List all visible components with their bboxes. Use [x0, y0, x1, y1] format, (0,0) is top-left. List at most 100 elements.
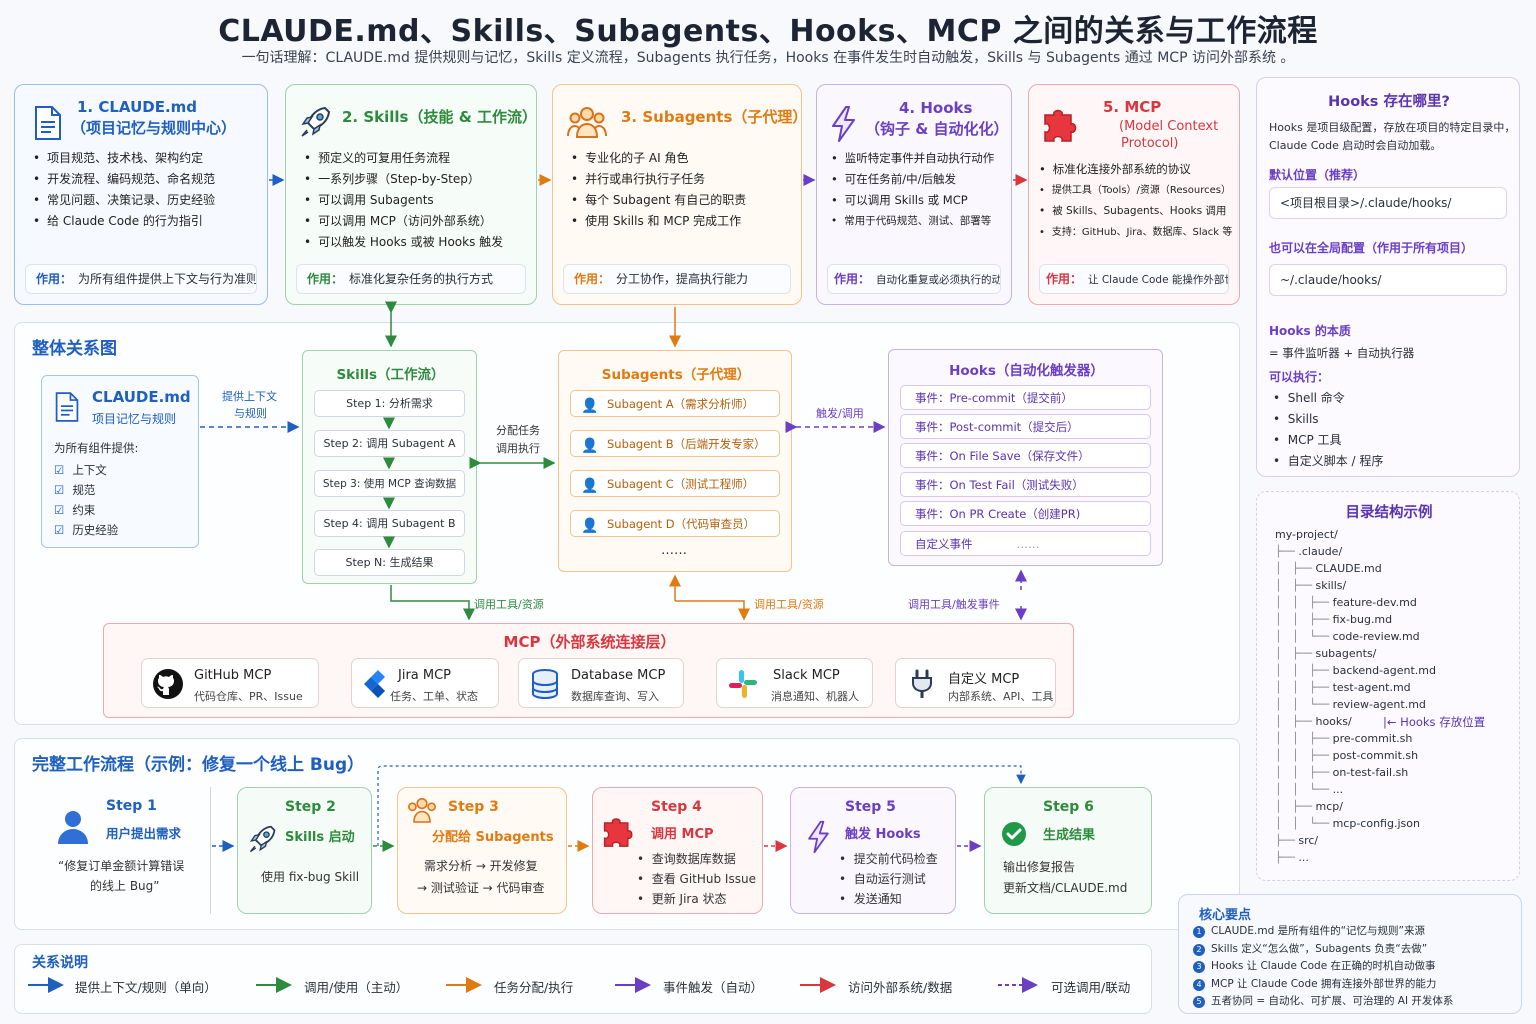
list-item: 项目规范、技术栈、架构约定: [33, 148, 215, 169]
hook-event-custom: 自定义事件……: [900, 531, 1151, 556]
arrow-label: 调用工具/触发事件: [908, 598, 1000, 611]
overview-hooks-title: Hooks（自动化触发器）: [949, 363, 1104, 379]
keypoints-title: 核心要点: [1199, 908, 1252, 923]
card-role: 作用：分工协作，提高执行能力: [563, 264, 791, 294]
directory-tree: my-project/├── .claude/│ ├── CLAUDE.md│ …: [1275, 526, 1436, 866]
arrow-label: 提供上下文: [222, 390, 277, 403]
number-badge: 3: [1193, 961, 1205, 973]
overview-claude-box: CLAUDE.md 项目记忆与规则 为所有组件提供: ☑上下文 ☑规范 ☑约束 …: [41, 375, 199, 548]
mcp-name: Database MCP: [571, 668, 666, 683]
card-role: 作用：为所有组件提供上下文与行为准则: [25, 264, 257, 294]
list-item: 常用于代码规范、测试、部署等: [831, 211, 994, 232]
tree-panel: 目录结构示例 my-project/├── .claude/│ ├── CLAU…: [1256, 491, 1520, 881]
legend-item: 提供上下文/规则（单向）: [75, 980, 217, 995]
mcp-name: Jira MCP: [398, 668, 452, 683]
workflow-step-4: Step 4 调用 MCP • 查询数据库数据 • 查看 GitHub Issu…: [592, 787, 763, 914]
legend-item: 访问外部系统/数据: [848, 980, 953, 995]
legend-item: 可选调用/联动: [1051, 980, 1131, 995]
list-item: 开发流程、编码规范、命名规范: [33, 169, 215, 190]
user-icon: 👤: [581, 518, 599, 534]
card-title: 3. Subagents（子代理）: [621, 108, 808, 126]
check-circle-icon: [1002, 822, 1026, 846]
subagents-more: ……: [661, 543, 687, 558]
step-number: Step 2: [285, 799, 336, 815]
skills-step: Step 1: 分析需求: [314, 390, 465, 417]
step-name: 分配给 Subagents: [432, 830, 554, 845]
team-icon: [567, 107, 607, 138]
mcp-github: GitHub MCP 代码仓库、PR、Issue: [141, 658, 319, 708]
tree-line: │ │ └── code-review.md: [1275, 630, 1420, 643]
legend-item: 调用/使用（主动）: [304, 980, 409, 995]
global-location-label: 也可以在全局配置（作用于所有项目）: [1269, 241, 1474, 255]
puzzle-icon: [603, 818, 633, 847]
step-text: → 测试验证 → 代码审查: [417, 881, 545, 895]
list-item: • 查询数据库数据: [637, 852, 736, 866]
tree-line: │ │ ├── pre-commit.sh: [1275, 732, 1413, 745]
step-text: • 查询数据库数据 • 查看 GitHub Issue • 更新 Jira 状态: [637, 849, 756, 909]
card-role: 作用：自动化重复或必须执行的动作: [827, 264, 1001, 294]
legend-title: 关系说明: [32, 955, 88, 971]
tree-line: │ ├── mcp/: [1275, 800, 1343, 813]
overview-skills-title: Skills（工作流）: [336, 367, 445, 383]
tree-line: ├── .claude/: [1275, 545, 1343, 558]
tree-line: │ │ ├── backend-agent.md: [1275, 664, 1437, 677]
arrow-label: 调用执行: [496, 442, 540, 455]
skills-step: Step 2: 调用 Subagent A: [314, 430, 465, 457]
mcp-desc: 消息通知、机器人: [771, 690, 859, 703]
check-item: ☑上下文: [54, 463, 107, 477]
workflow-step-1: Step 1 用户提出需求 “修复订单金额计算错误 的线上 Bug”: [30, 787, 211, 914]
tree-line: │ │ ├── test-agent.md: [1275, 681, 1411, 694]
document-icon: [35, 106, 61, 140]
subagent-item: 👤Subagent B（后端开发专家）: [570, 430, 780, 457]
lightning-icon: [832, 106, 855, 142]
mcp-custom: 自定义 MCP 内部系统、API、工具: [895, 658, 1056, 708]
card-subtitle: (Model Context: [1119, 119, 1219, 134]
card-subtitle: （钩子 & 自动化化）: [865, 120, 1009, 138]
list-item: 常见问题、决策记录、历史经验: [33, 190, 215, 211]
workflow-step-5: Step 5 触发 Hooks • 提交前代码检查 • 自动运行测试 • 发送通…: [790, 787, 956, 914]
arrow-label: 与规则: [234, 407, 267, 420]
tree-line: │ │ └── review-agent.md: [1275, 698, 1426, 711]
check-item: ☑约束: [54, 503, 96, 517]
tree-line: ├── ...: [1275, 851, 1309, 864]
step-name: 生成结果: [1043, 828, 1096, 843]
list-item: 预定义的可复用任务流程: [304, 148, 503, 169]
step-number: Step 5: [845, 799, 896, 815]
can-label: 可以执行：: [1269, 370, 1330, 384]
card-title: 4. Hooks: [899, 99, 973, 117]
workflow-step-2: Step 2 Skills 启动 使用 fix-bug Skill: [237, 787, 372, 914]
arrow-label: 调用工具/资源: [474, 598, 544, 611]
subagent-item: 👤Subagent D（代码审查员）: [570, 510, 780, 537]
check-item: ☑历史经验: [54, 523, 119, 537]
card-title: 2. Skills（技能 & 工作流）: [342, 108, 538, 126]
step-text: 需求分析 → 开发修复: [424, 859, 538, 873]
user-icon: 👤: [581, 438, 599, 454]
hooks-where-desc: Hooks 是项目级配置，存放在项目的特定目录中，: [1269, 121, 1516, 134]
mcp-name: GitHub MCP: [194, 668, 272, 683]
slack-icon: [729, 670, 757, 698]
list-item: • Skills: [1273, 412, 1319, 426]
step-text: • 提交前代码检查 • 自动运行测试 • 发送通知: [839, 849, 938, 909]
mcp-slack: Slack MCP 消息通知、机器人: [716, 658, 873, 708]
hooks-where-panel: Hooks 存在哪里? Hooks 是项目级配置，存放在项目的特定目录中， Cl…: [1256, 77, 1520, 477]
list-item: 被 Skills、Subagents、Hooks 调用: [1039, 201, 1232, 222]
card-subtitle: （项目记忆与规则中心）: [71, 119, 237, 137]
role-label: 作用：: [36, 272, 73, 286]
step-text: “修复订单金额计算错误: [58, 859, 185, 873]
list-item: • 自动运行测试: [839, 872, 926, 886]
list-item: • 发送通知: [839, 892, 902, 906]
overview-claude-provides: 为所有组件提供:: [54, 441, 139, 455]
card-subagents: 3. Subagents（子代理） 专业化的子 AI 角色 并行或串行执行子任务…: [552, 84, 808, 305]
list-item: • 查看 GitHub Issue: [637, 872, 756, 886]
card-items: 监听特定事件并自动执行动作 可在任务前/中/后触发 可以调用 Skills 或 …: [831, 148, 994, 232]
card-title: 5. MCP: [1103, 98, 1162, 116]
workflow-step-3: Step 3 分配给 Subagents 需求分析 → 开发修复 → 测试验证 …: [397, 787, 567, 914]
check-icon: ☑: [54, 483, 65, 497]
document-icon: [55, 392, 79, 422]
workflow-step-6: Step 6 生成结果 输出修复报告 更新文档/CLAUDE.md: [984, 787, 1152, 914]
hook-event: 事件：Pre-commit（提交前）: [900, 385, 1151, 410]
list-item: 专业化的子 AI 角色: [571, 148, 746, 169]
